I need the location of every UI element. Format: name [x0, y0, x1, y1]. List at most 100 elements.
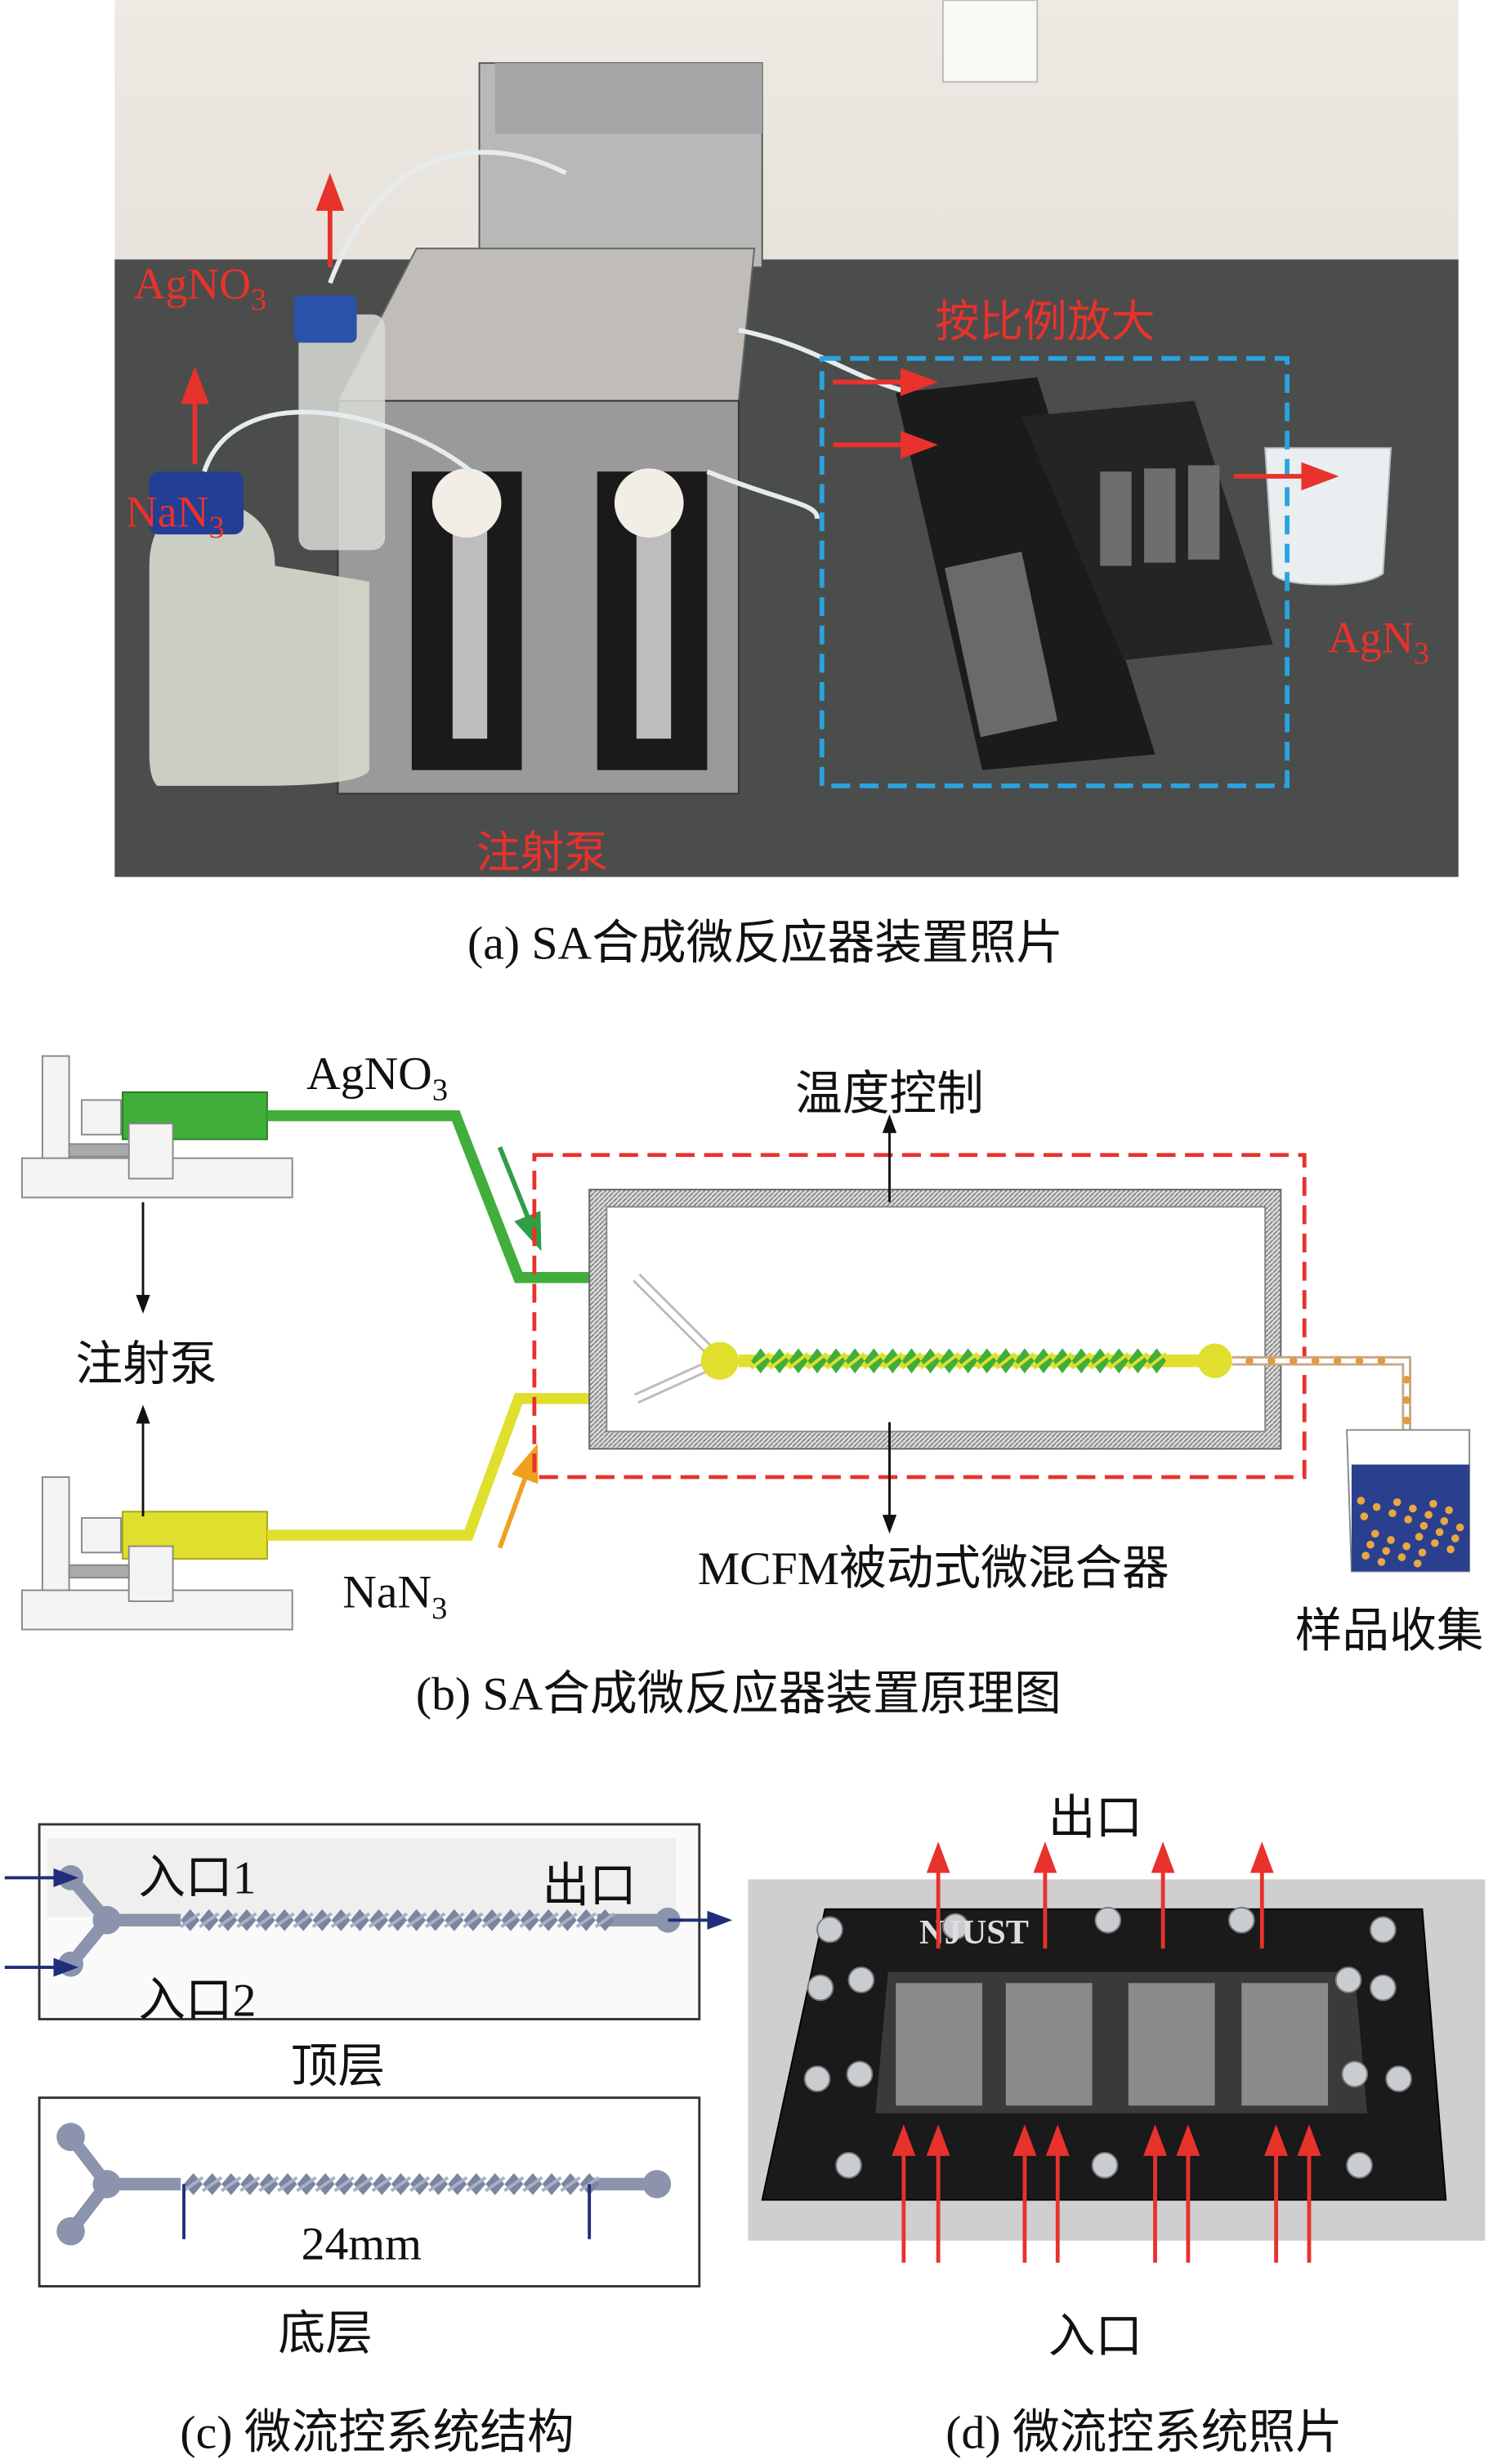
- mixer-twist: [221, 2176, 242, 2193]
- product-droplet: [1355, 1356, 1364, 1365]
- agno3-flow-arrow: [497, 1146, 542, 1252]
- mixer-twist: [293, 1912, 314, 1928]
- mixer-twist: [500, 1912, 521, 1928]
- mixer-twist: [1071, 1351, 1092, 1370]
- particle: [1397, 1553, 1406, 1561]
- mixer-twist: [957, 1351, 979, 1370]
- particle: [1435, 1528, 1444, 1537]
- screw: [1094, 1906, 1122, 1934]
- temperature-control-zone: [532, 1153, 1307, 1480]
- label-nan3: NaN3: [342, 1567, 447, 1626]
- mixer-twist: [807, 1351, 828, 1370]
- mixer-twist: [1089, 1351, 1111, 1370]
- particle: [1372, 1502, 1381, 1511]
- mixer-twist: [769, 1351, 790, 1370]
- label-mcfm-mixer: MCFM被动式微混合器: [698, 1543, 1169, 1595]
- particle: [1424, 1511, 1433, 1519]
- mixer-twist: [311, 1912, 333, 1928]
- particle: [1440, 1517, 1449, 1525]
- flow-arrows: [892, 1841, 1321, 2263]
- product-droplet: [1402, 1416, 1411, 1425]
- particle: [1415, 1533, 1424, 1541]
- mixer-twist: [1014, 1351, 1035, 1370]
- label-24mm: 24mm: [302, 2219, 422, 2270]
- particle: [1361, 1551, 1370, 1560]
- mixer-twist: [333, 2176, 355, 2193]
- mixer-twist: [255, 1912, 276, 1928]
- particle: [1387, 1536, 1395, 1544]
- mixer-twist: [274, 1912, 295, 1928]
- label-top-layer: 顶层: [291, 2041, 385, 2092]
- mixer-twist: [182, 2176, 204, 2193]
- mixer-twist: [425, 1912, 446, 1928]
- mixer-twist: [541, 2176, 562, 2193]
- mixer-twist: [277, 2176, 298, 2193]
- mixer-twist: [901, 1351, 923, 1370]
- particle: [1388, 1509, 1397, 1518]
- particle: [1402, 1542, 1411, 1551]
- label-scale-up: 按比例放大: [935, 297, 1155, 346]
- screw: [1370, 1974, 1397, 2002]
- mixer-twist: [560, 2176, 581, 2193]
- mixer-twist: [368, 1912, 390, 1928]
- product-droplet: [1289, 1356, 1298, 1365]
- particle: [1377, 1558, 1386, 1566]
- panel-c-structure: 入口1 入口2 出口 顶层 24mm 底层: [4, 1823, 733, 2359]
- screw: [816, 1916, 843, 1944]
- panel-a-photo: AgNO3 NaN3 按比例放大 AgN3 注射泵: [114, 0, 1459, 877]
- label-syringe-pump: 注射泵: [75, 1339, 217, 1390]
- mixer-twist: [938, 1351, 960, 1370]
- mixer-twist: [538, 1912, 559, 1928]
- screw: [803, 2065, 831, 2092]
- beaker: [1264, 447, 1392, 586]
- mixer-twist: [296, 2176, 317, 2193]
- mixer-twist: [352, 2176, 373, 2193]
- tubing: [202, 150, 913, 520]
- screw: [1341, 2060, 1369, 2088]
- particle: [1429, 1499, 1437, 1508]
- mixer-twist: [330, 1912, 351, 1928]
- mixer-twist: [522, 2176, 543, 2193]
- mixer-twist: [1108, 1351, 1130, 1370]
- nan3-bottle: [149, 471, 369, 786]
- label-sample-collection: 样品收集: [1295, 1606, 1484, 1658]
- syringe-pump-top: [20, 1055, 293, 1199]
- product-droplet: [1333, 1356, 1342, 1365]
- mixer-twist: [481, 1912, 503, 1928]
- screw: [941, 1913, 969, 1940]
- mixer-twist: [409, 2176, 431, 2193]
- screw: [1227, 1906, 1255, 1934]
- wall-socket: [941, 0, 1039, 83]
- mixer-twist: [844, 1351, 865, 1370]
- mixer-twist: [349, 1912, 371, 1928]
- mixer-twist: [390, 2176, 412, 2193]
- mixer-twist: [882, 1351, 904, 1370]
- nan3-flow-arrow: [497, 1444, 539, 1549]
- label-inlet-d: 入口: [1048, 2311, 1142, 2363]
- agno3-bottle: [293, 295, 386, 551]
- mixer-twist: [1033, 1351, 1054, 1370]
- mixer-twist: [405, 1912, 427, 1928]
- mixer-twist: [427, 2176, 449, 2193]
- screw: [835, 2152, 862, 2179]
- particle: [1431, 1538, 1439, 1547]
- screw: [807, 1974, 834, 2002]
- screw: [847, 1966, 875, 1993]
- mixer-twist: [1052, 1351, 1073, 1370]
- mixer-twist: [825, 1351, 847, 1370]
- mixer-twist: [466, 2176, 487, 2193]
- product-droplet: [1245, 1356, 1254, 1365]
- product-droplet: [1311, 1356, 1320, 1365]
- product-droplet: [1402, 1375, 1411, 1384]
- mixer-twist: [485, 2176, 506, 2193]
- bottom-layer-ports: [56, 2123, 672, 2246]
- label-outlet-c: 出口: [542, 1860, 636, 1912]
- label-agno3: AgNO3: [306, 1048, 448, 1107]
- mixer-twist: [995, 1351, 1017, 1370]
- particle: [1360, 1512, 1369, 1520]
- top-layer-mixer: [180, 1908, 616, 1931]
- caption-c: (c) 微流控系统结构: [180, 2408, 574, 2459]
- caption-d: (d) 微流控系统照片: [945, 2408, 1343, 2459]
- syringe-pump-bottom: [20, 1476, 293, 1631]
- mixer-twist: [371, 2176, 392, 2193]
